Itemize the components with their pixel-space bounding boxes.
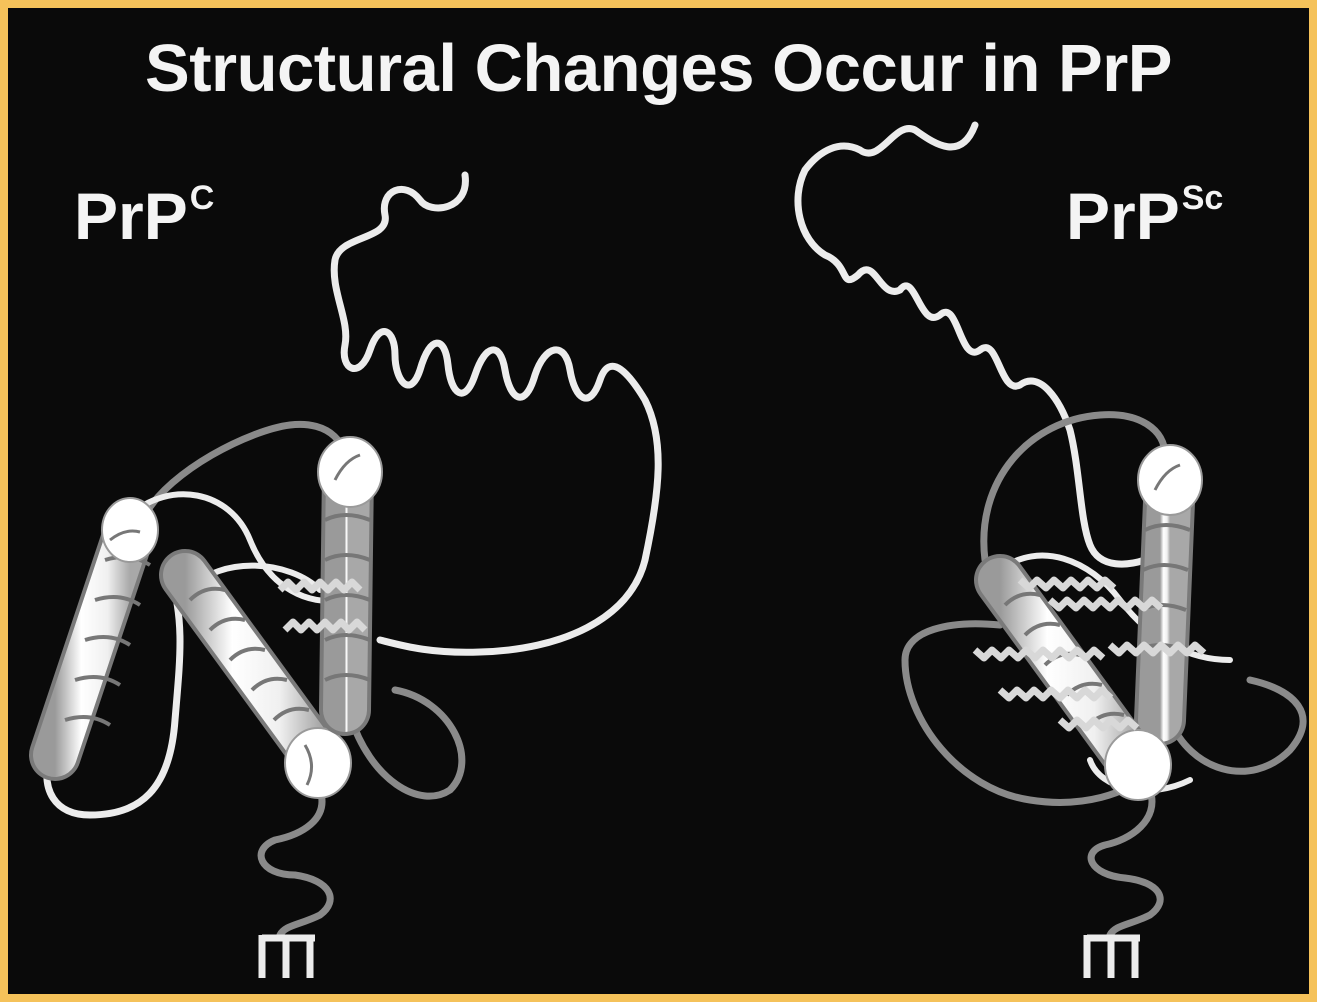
prp-sc-helix-3: [1138, 445, 1202, 720]
prp-sc-beta-strand-1: [1020, 580, 1114, 588]
prp-sc-gpi-anchor-icon: [1087, 935, 1140, 978]
prp-sc-beta-strand-6: [1060, 720, 1137, 728]
prion-structures-svg: [8, 8, 1309, 994]
prp-c-helix-1: [55, 498, 158, 755]
prp-c-c-terminal-tail: [261, 790, 330, 935]
prp-c-disordered-tail: [334, 175, 658, 652]
prp-c-loop-top: [145, 424, 346, 515]
slide: Structural Changes Occur in PrP PrPC PrP…: [8, 8, 1309, 994]
prp-c-helix-3: [318, 437, 382, 710]
prp-sc-c-terminal-tail: [1091, 790, 1160, 935]
prp-c-structure: [47, 175, 658, 935]
prp-sc-loop-right: [1170, 680, 1303, 771]
prp-sc-structure: [798, 125, 1303, 935]
prp-sc-beta-strand-4: [1110, 645, 1204, 653]
prp-c-gpi-anchor-icon: [262, 935, 315, 978]
prp-sc-disordered-tail: [798, 125, 1145, 564]
